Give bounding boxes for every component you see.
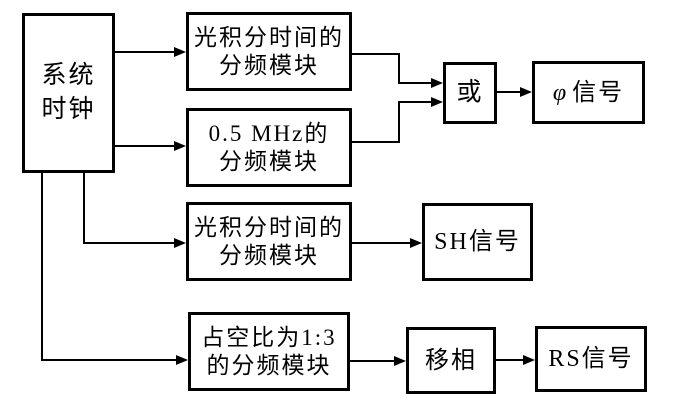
connector-top-divider-to-or-seg1 xyxy=(352,53,400,55)
arrowhead-clock-to-duty-divider-icon xyxy=(176,355,188,365)
connector-clock-to-top-divider xyxy=(115,51,174,53)
light-integration-divider-box-mid: 光积分时间的 分频模块 xyxy=(186,202,352,281)
connector-mhz-divider-to-or-seg1 xyxy=(352,141,400,143)
duty-cycle-divider-line1: 占空比为1:3 xyxy=(201,324,337,350)
arrowhead-top-divider-to-or-icon xyxy=(431,78,443,88)
arrowhead-mid-divider-to-sh-icon xyxy=(410,238,422,248)
arrowhead-mhz-divider-to-or-icon xyxy=(431,97,443,107)
connector-clock-to-duty-divider-seg1 xyxy=(41,173,43,361)
connector-clock-to-duty-divider-seg2 xyxy=(41,359,176,361)
arrowhead-clock-to-mid-divider-icon xyxy=(174,238,186,248)
connector-mid-divider-to-sh xyxy=(352,242,410,244)
light-integration-divider-box-top: 光积分时间的 分频模块 xyxy=(186,12,352,91)
phi-symbol: φ xyxy=(552,79,567,106)
phase-shift-box: 移相 xyxy=(406,327,496,394)
sh-signal-label: SH信号 xyxy=(434,229,521,255)
connector-clock-to-mid-divider-seg1 xyxy=(83,173,85,244)
light-integration-divider-mid-line1: 光积分时间的 xyxy=(194,214,344,240)
sh-signal-box: SH信号 xyxy=(422,203,533,281)
light-integration-divider-mid-line2: 分频模块 xyxy=(219,242,319,268)
connector-top-divider-to-or-seg3 xyxy=(398,82,431,84)
connector-top-divider-to-or-seg2 xyxy=(398,53,400,83)
connector-phase-shift-to-rs xyxy=(496,359,523,361)
connector-duty-divider-to-phase-shift xyxy=(350,360,394,362)
phase-shift-label: 移相 xyxy=(425,347,477,374)
arrowhead-phase-shift-to-rs-icon xyxy=(523,355,535,365)
arrowhead-duty-divider-to-phase-shift-icon xyxy=(394,356,406,366)
mhz-divider-label-line2: 分频模块 xyxy=(219,148,319,174)
connector-or-to-phi xyxy=(497,91,520,93)
arrowhead-clock-to-mhz-divider-icon xyxy=(174,141,186,151)
rs-signal-label: RS信号 xyxy=(548,346,634,372)
connector-clock-to-mhz-divider xyxy=(115,145,174,147)
duty-cycle-divider-box: 占空比为1:3 的分频模块 xyxy=(188,312,350,391)
system-clock-box: 系统 时钟 xyxy=(22,13,115,173)
connector-mhz-divider-to-or-seg2 xyxy=(398,102,400,143)
arrowhead-or-to-phi-icon xyxy=(520,87,532,97)
rs-signal-box: RS信号 xyxy=(535,326,647,392)
light-integration-divider-top-line1: 光积分时间的 xyxy=(194,24,344,50)
arrowhead-clock-to-top-divider-icon xyxy=(174,47,186,57)
system-clock-label-line2: 时钟 xyxy=(41,96,96,123)
phi-signal-label: 信号 xyxy=(572,79,625,106)
connector-clock-to-mid-divider-seg2 xyxy=(83,242,174,244)
connector-mhz-divider-to-or-seg3 xyxy=(398,101,431,103)
system-clock-label-line1: 系统 xyxy=(41,62,96,89)
or-gate-label: 或 xyxy=(456,79,484,106)
duty-cycle-divider-line2: 的分频模块 xyxy=(206,352,332,378)
mhz-divider-label-line1: 0.5 MHz的 xyxy=(208,120,330,146)
light-integration-divider-top-line2: 分频模块 xyxy=(219,52,319,78)
mhz-divider-box: 0.5 MHz的 分频模块 xyxy=(186,108,352,187)
or-gate-box: 或 xyxy=(443,62,497,124)
phi-signal-box: φ 信号 xyxy=(532,61,645,124)
